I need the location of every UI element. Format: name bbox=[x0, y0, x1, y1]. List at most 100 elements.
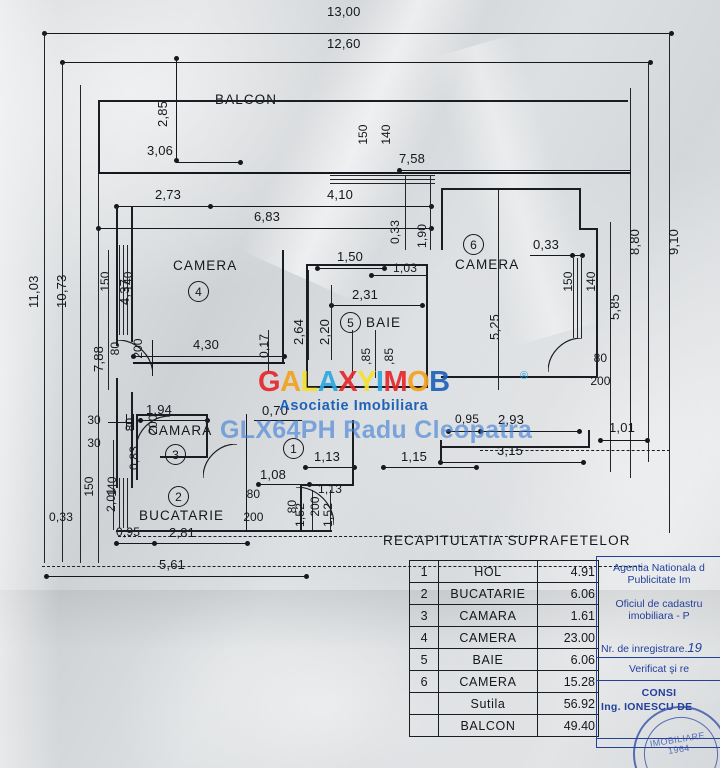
wall-camera6-bottom bbox=[441, 376, 598, 378]
stamp-line4: imobiliara - P bbox=[628, 610, 690, 622]
wall-camara-left bbox=[136, 414, 138, 480]
window-glazing bbox=[119, 478, 120, 528]
recap-area: 4.91 bbox=[536, 560, 600, 583]
wall-balcony-left bbox=[98, 100, 100, 172]
dimension-tick bbox=[648, 60, 653, 65]
dimension-line bbox=[530, 255, 582, 256]
dimension-line bbox=[116, 543, 154, 544]
stamp-verified: Verificat şi re bbox=[597, 658, 720, 681]
stamp-engineer: Ing. IONESCU DE bbox=[597, 699, 720, 715]
dimension-2-93: 2,93 bbox=[498, 412, 525, 427]
dimension-2-01: 2,01 bbox=[104, 487, 118, 512]
room-number-5: 5 bbox=[340, 312, 361, 333]
dimension-0-95-right: 0,95 bbox=[455, 412, 480, 426]
dimension-2-85: 2,85 bbox=[155, 100, 170, 127]
logo-letter: G bbox=[258, 366, 281, 398]
door-swing-arc bbox=[136, 416, 170, 450]
wall-camera6-left bbox=[441, 188, 443, 250]
extension-line bbox=[44, 33, 45, 563]
recap-no bbox=[408, 714, 440, 737]
room-number-1: 1 bbox=[283, 438, 304, 459]
dimension-line bbox=[305, 467, 355, 468]
cadastral-stamp: Agentia Nationala d Publicitate Im Ofici… bbox=[596, 556, 720, 748]
wall-lower-bottom bbox=[440, 446, 590, 448]
dimension-tick bbox=[478, 429, 483, 434]
dimension-1-94: 1,94 bbox=[146, 402, 173, 417]
dimension-1-90: 1,90 bbox=[415, 223, 429, 248]
dimension-2-73: 2,73 bbox=[155, 187, 182, 202]
extension-line bbox=[80, 85, 81, 563]
window-glazing bbox=[123, 478, 124, 528]
wall-balcony-bottom bbox=[98, 172, 393, 174]
dimension-0-33-mid: 0,33 bbox=[388, 219, 402, 244]
window-glazing bbox=[573, 258, 574, 338]
wall-camera6-right bbox=[579, 188, 581, 230]
door-swing-arc bbox=[548, 338, 582, 372]
logo-letter: I bbox=[375, 366, 384, 398]
extension-line bbox=[331, 285, 332, 360]
wall-camara-right bbox=[206, 414, 208, 456]
dimension-top-second: 12,60 bbox=[327, 36, 361, 51]
recap-name: CAMERA bbox=[438, 670, 538, 693]
window-glazing bbox=[119, 245, 120, 335]
dimension-tick bbox=[429, 204, 434, 209]
recap-area: 15.28 bbox=[536, 670, 600, 693]
dimension-4-10: 4,10 bbox=[327, 187, 354, 202]
dimension-085-b: ,85 bbox=[382, 347, 396, 365]
balcony-glazing bbox=[330, 175, 435, 176]
stamp-agency: Agentia Nationala d Publicitate Im bbox=[597, 557, 720, 588]
dimension-tick bbox=[114, 541, 119, 546]
wall-hol-left bbox=[300, 484, 302, 532]
room-label-baie: BAIE bbox=[366, 315, 402, 330]
wall-bucatarie-right bbox=[246, 414, 247, 532]
recap-name: BAIE bbox=[438, 648, 538, 671]
recap-no: 2 bbox=[408, 582, 440, 605]
extension-line bbox=[375, 330, 376, 378]
dimension-tick bbox=[282, 354, 287, 359]
recap-area: 56.92 bbox=[536, 692, 600, 715]
door-swing-arc bbox=[203, 444, 237, 478]
logo-letter: X bbox=[338, 366, 358, 398]
dimension-tick bbox=[581, 460, 586, 465]
dimension-11-03: 11,03 bbox=[26, 275, 41, 308]
niche-line bbox=[116, 414, 117, 430]
wall-camera6-jog bbox=[579, 228, 598, 230]
dimension-line bbox=[258, 484, 310, 485]
wall-baie-right bbox=[426, 264, 428, 386]
wall-camera6-top bbox=[441, 188, 581, 190]
recap-no bbox=[408, 692, 440, 715]
dimension-tick bbox=[152, 541, 157, 546]
stamp-reg-value: 19 bbox=[687, 640, 702, 655]
recap-name: CAMARA bbox=[438, 604, 538, 627]
dimension-line bbox=[212, 206, 432, 207]
balcony-edge-dashed bbox=[480, 450, 670, 451]
extension-line bbox=[648, 62, 649, 462]
recap-name: HOL bbox=[438, 560, 538, 583]
extension-line bbox=[312, 490, 313, 532]
wall-left-exterior bbox=[116, 206, 118, 346]
dimension-line bbox=[254, 420, 302, 421]
window-glazing bbox=[127, 245, 128, 335]
extension-line bbox=[430, 175, 431, 250]
wall-camara-bottom bbox=[160, 456, 208, 458]
logo-letter: L bbox=[300, 366, 319, 398]
wall-interior-lower bbox=[131, 392, 133, 488]
dimension-line bbox=[383, 467, 478, 468]
logo-letter: Y bbox=[357, 366, 376, 398]
dimension-tick bbox=[570, 253, 575, 258]
dimension-line bbox=[176, 162, 240, 163]
dimension-tick bbox=[369, 273, 374, 278]
dimension-1-15: 1,15 bbox=[401, 449, 428, 464]
stamp-line5: Nr. de inregistrare. bbox=[601, 643, 688, 655]
recap-area: 23.00 bbox=[536, 626, 600, 649]
logo-letter: A bbox=[317, 366, 339, 398]
extension-line bbox=[308, 270, 309, 360]
paper-shadow bbox=[0, 0, 60, 768]
dimension-line bbox=[176, 58, 177, 161]
dimension-line bbox=[317, 268, 385, 269]
recap-no: 4 bbox=[408, 626, 440, 649]
recap-area: 1.61 bbox=[536, 604, 600, 627]
